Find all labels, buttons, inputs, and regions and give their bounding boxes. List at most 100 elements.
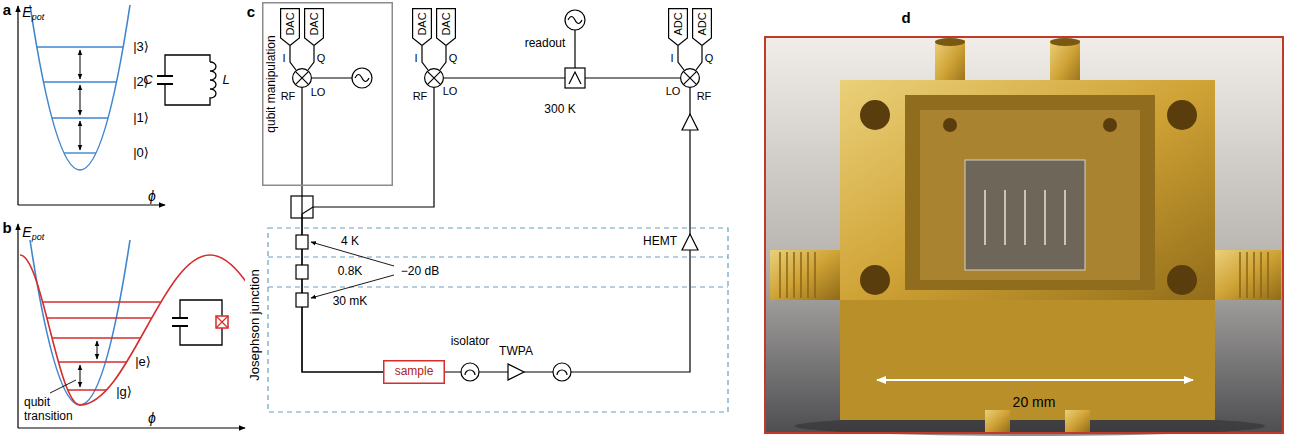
node-text: Q	[317, 52, 326, 65]
isolator-symbol	[461, 363, 479, 381]
state-label: |e⟩	[135, 355, 151, 370]
mixer-symbol	[295, 71, 308, 84]
node-text: I	[414, 52, 417, 65]
energy-level	[37, 46, 123, 47]
dimension-label: 20 mm	[1013, 394, 1056, 410]
node-text: Q	[449, 52, 458, 65]
isolator-symbol	[465, 370, 475, 375]
signal-line	[696, 46, 702, 70]
sample-holder-photo	[905, 95, 1155, 290]
adc-box-outline	[669, 9, 688, 46]
attenuator-symbol	[296, 265, 308, 279]
sample-holder-photo	[814, 252, 816, 298]
sample-holder-photo	[779, 252, 781, 298]
transition-arrow	[97, 341, 98, 359]
temperature-label: 300 K	[544, 103, 575, 117]
transmon-circuit	[172, 325, 188, 327]
node-text: I	[282, 52, 285, 65]
sample-holder-photo	[840, 300, 1215, 420]
temperature-stage	[268, 228, 728, 412]
transmon-circuit	[216, 316, 228, 328]
adc-box: ADC	[668, 8, 688, 46]
iq-mixer: IQLORF	[680, 68, 700, 88]
mixer-symbol	[425, 69, 444, 88]
signal-label: readout	[525, 37, 566, 51]
sample-holder-photo	[1065, 410, 1090, 433]
node-text: LO	[666, 85, 681, 98]
dac-box-outline	[305, 9, 324, 46]
josephson-junction-symbol	[216, 316, 228, 328]
sample-holder-photo	[765, 37, 1283, 433]
node-text: DAC	[416, 12, 429, 35]
attenuator-symbol	[296, 293, 308, 307]
harmonic-potential-plot	[18, 5, 216, 205]
transmon-potential-plot	[18, 224, 340, 428]
signal-line	[302, 88, 383, 372]
sample-holder-photo	[1267, 252, 1269, 298]
mixer-symbol	[681, 69, 700, 88]
energy-axis	[17, 6, 18, 205]
iq-mixer: IQRFLO	[424, 68, 444, 88]
energy-level	[37, 47, 123, 153]
annotation: qubit transition	[24, 396, 96, 424]
signal-line	[290, 46, 296, 70]
transmon-circuit	[172, 317, 188, 319]
sample-box-outline	[384, 361, 445, 384]
photo-frame	[765, 37, 1283, 433]
leader-arrow	[311, 242, 394, 298]
node-text: DAC	[308, 12, 321, 35]
energy-level	[64, 152, 96, 153]
adc-box: ADC	[692, 8, 712, 46]
sample-holder-photo	[1064, 190, 1066, 245]
dimension-line	[877, 379, 1193, 381]
temperature-stage	[268, 256, 728, 257]
sample-holder-photo	[807, 252, 809, 298]
signal-line	[440, 46, 446, 70]
iq-mixer-outline	[292, 68, 312, 88]
amplifier-symbol	[508, 364, 524, 380]
oscillator-symbol	[568, 17, 582, 24]
oscillator-symbol	[352, 68, 372, 88]
component-label: HEMT	[643, 235, 677, 249]
qubit-manipulation-box-outline	[263, 3, 393, 186]
sample-holder-photo	[765, 37, 1283, 436]
axis-label: ϕ	[148, 410, 156, 426]
transmon-circuit	[172, 300, 228, 345]
dac-box: DAC	[304, 8, 324, 46]
component-label: L	[222, 73, 229, 88]
sample-holder-photo	[1239, 252, 1241, 298]
oscillator-symbol	[565, 10, 585, 30]
component-label: isolator	[451, 335, 490, 349]
mixer-symbol	[427, 71, 440, 84]
sample-holder-photo	[860, 265, 890, 295]
state-label: |0⟩	[133, 146, 149, 161]
sample-holder-photo	[770, 250, 840, 300]
sample-holder-photo	[985, 190, 1065, 245]
signal-line	[445, 88, 690, 372]
sample-box: sample	[383, 360, 445, 384]
lo-wire	[444, 77, 565, 78]
node-text: ADC	[696, 12, 709, 35]
sample-holder-photo	[965, 160, 1085, 270]
sample-holder-photo	[1103, 118, 1117, 132]
attenuator-symbol	[296, 235, 308, 307]
transmon-circuit	[216, 316, 228, 328]
sample-holder-photo	[840, 80, 1215, 310]
sample-holder-photo	[793, 252, 795, 298]
iq-mixer: IQRFLO	[292, 68, 312, 88]
power-splitter	[565, 68, 585, 88]
phase-axis	[18, 427, 245, 428]
sample-holder-photo	[920, 110, 1140, 280]
node-text: I	[670, 52, 673, 65]
attenuation-label: −20 dB	[401, 265, 439, 279]
oscillator-symbol	[355, 75, 369, 82]
node-text: DAC	[284, 12, 297, 35]
node-text: LO	[311, 86, 326, 99]
sample-holder-photo	[860, 100, 890, 130]
node-text: sample	[395, 365, 434, 379]
sample-holder-photo	[935, 38, 965, 46]
energy-level	[43, 302, 161, 390]
axis-label: ϕ	[148, 188, 156, 204]
amplifier-symbol	[682, 114, 698, 130]
sample-holder-photo	[1044, 190, 1046, 245]
